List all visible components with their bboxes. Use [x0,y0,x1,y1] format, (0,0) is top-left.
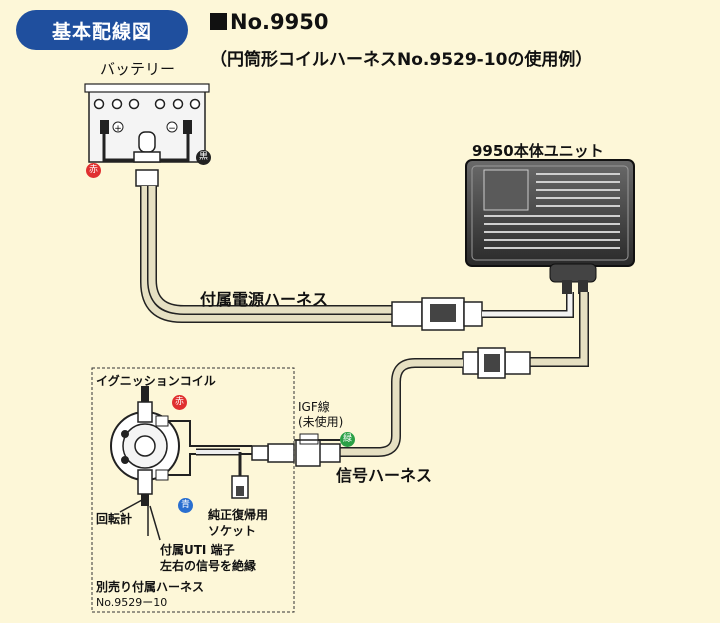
stock-socket-icon [231,475,249,499]
battery-label: バッテリー [100,60,176,78]
page-subtitle: （円筒形コイルハーネスNo.9529-10の使用例） [210,50,593,70]
signal-connector-icon [462,347,531,379]
igf-line-label: IGF線 [298,400,330,414]
header-tab: 基本配線図 [16,10,188,50]
page-title: No.9950 [210,10,328,34]
svg-text:−: − [168,124,176,134]
green-badge: 緑 [340,432,355,447]
socket-label-line1: 純正復帰用 [208,508,269,522]
uti-label-line2: 左右の信号を絶縁 [160,559,257,573]
red-badge: 赤 [86,163,101,178]
tachometer-label: 回転計 [96,512,133,526]
model-number: No.9950 [230,10,329,34]
igf-unused-label: (未使用) [298,415,344,429]
power-harness-label: 付属電源ハーネス [200,290,329,309]
coil-connector-icon [251,439,341,467]
socket-label-line2: ソケット [208,524,257,538]
separate-harness-box [91,367,295,613]
battery-icon: + − [84,83,210,187]
blue-badge: 青 [178,498,193,513]
unit-label: 9950本体ユニット [472,142,604,160]
svg-text:+: + [114,124,122,134]
red-badge-coil: 赤 [172,395,187,410]
control-unit-icon [465,159,635,294]
power-connector-icon [391,297,483,331]
black-badge: 黒 [196,150,211,165]
ignition-coil-label: イグニッションコイル [96,374,216,388]
square-bullet-icon [210,13,227,30]
uti-label-line1: 付属UTI 端子 [160,543,235,557]
separate-harness-label-line1: 別売り付属ハーネス [96,580,205,594]
signal-harness-label: 信号ハーネス [336,466,433,485]
separate-harness-label-line2: No.9529ー10 [96,596,168,609]
ignition-coil-icon [110,386,180,506]
